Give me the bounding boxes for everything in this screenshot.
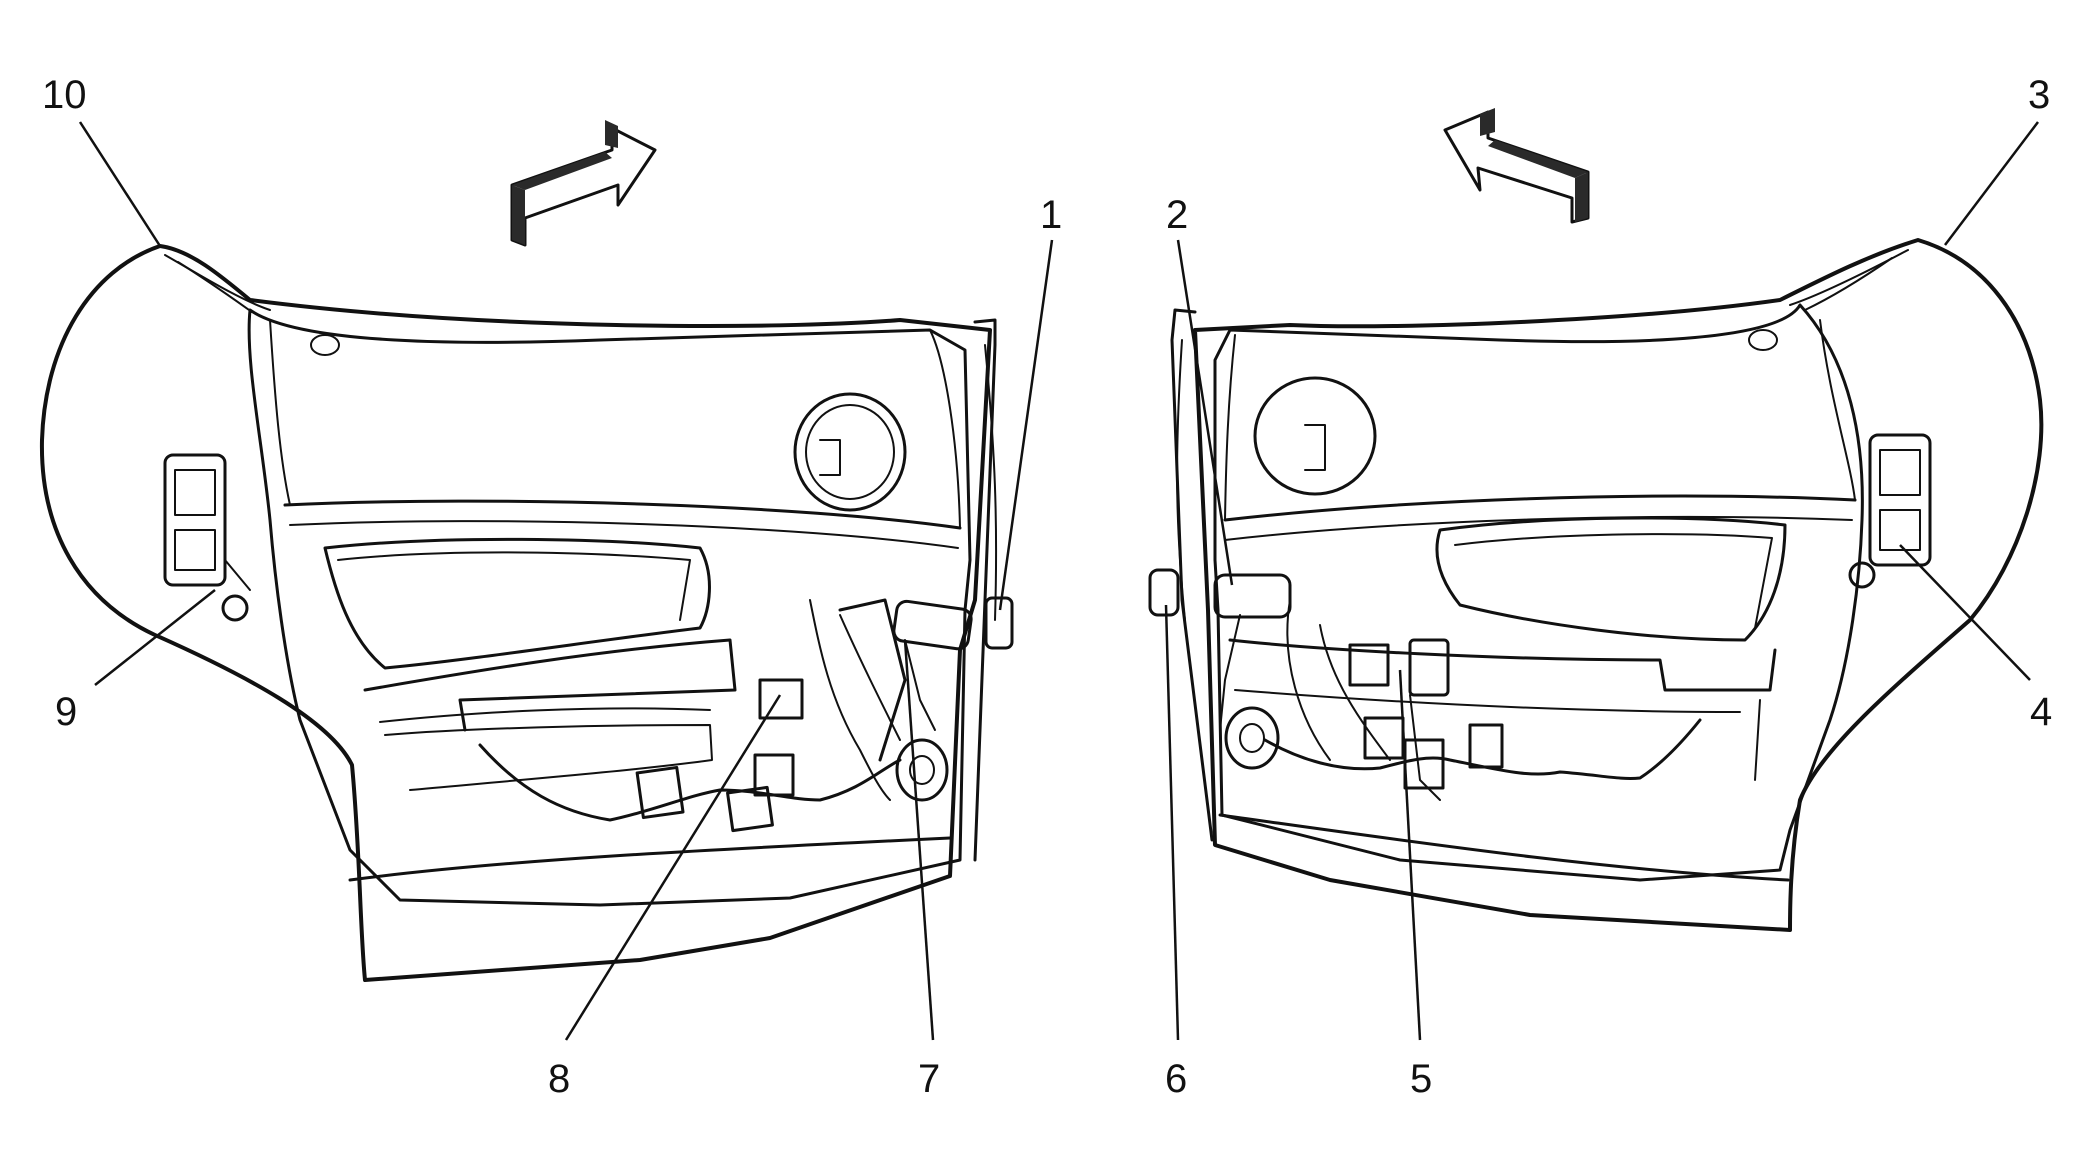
right-window-motor-bracket [1408, 638, 1450, 697]
leader-4 [1899, 544, 2031, 681]
right-wiring-harness [1263, 718, 1702, 780]
left-forward-arrow [510, 120, 657, 247]
leader-1 [998, 239, 1054, 611]
left-inner-trim-panel [247, 308, 972, 907]
left-switch-connector [758, 678, 804, 720]
right-speaker-grille [1253, 376, 1377, 496]
callout-1: 1 [1040, 193, 1062, 237]
left-armrest-pocket [323, 537, 711, 670]
left-door-outer-shell [39, 244, 992, 982]
left-speaker-grille [793, 392, 907, 512]
left-wiring-harness [478, 743, 902, 822]
left-door-assembly [39, 244, 1014, 982]
right-forward-arrow [1443, 108, 1590, 224]
callout-3: 3 [2028, 73, 2050, 117]
leader-2 [1176, 239, 1234, 586]
right-door-outer-shell [1193, 238, 2044, 932]
callout-labels: 1 2 3 4 5 6 7 8 9 10 [42, 73, 2052, 1101]
right-inner-trim-panel [1213, 303, 1864, 882]
callout-7: 7 [918, 1057, 940, 1101]
right-door-latch [1148, 568, 1180, 617]
callout-6: 6 [1165, 1057, 1187, 1101]
leader-6 [1164, 604, 1180, 1041]
left-door-handle-module [892, 599, 973, 651]
callout-4: 4 [2030, 690, 2052, 734]
callout-2: 2 [1166, 193, 1188, 237]
right-lock-actuator [1848, 433, 1932, 589]
right-armrest-pocket [1435, 516, 1787, 642]
leader-7 [903, 639, 935, 1041]
leader-10 [78, 121, 162, 247]
right-switch-connector [1348, 643, 1390, 687]
right-door-assembly [1148, 238, 2044, 932]
left-lock-actuator [163, 453, 251, 622]
leader-9 [94, 589, 216, 686]
callout-5: 5 [1410, 1057, 1432, 1101]
callout-9: 9 [55, 690, 77, 734]
leader-5 [1398, 669, 1422, 1041]
leader-lines [78, 121, 2039, 1041]
leader-3 [1944, 121, 2039, 246]
callout-10: 10 [42, 73, 87, 117]
leader-8 [564, 694, 782, 1041]
right-door-handle-module [1213, 573, 1292, 619]
callout-8: 8 [548, 1057, 570, 1101]
left-door-latch [984, 596, 1014, 650]
